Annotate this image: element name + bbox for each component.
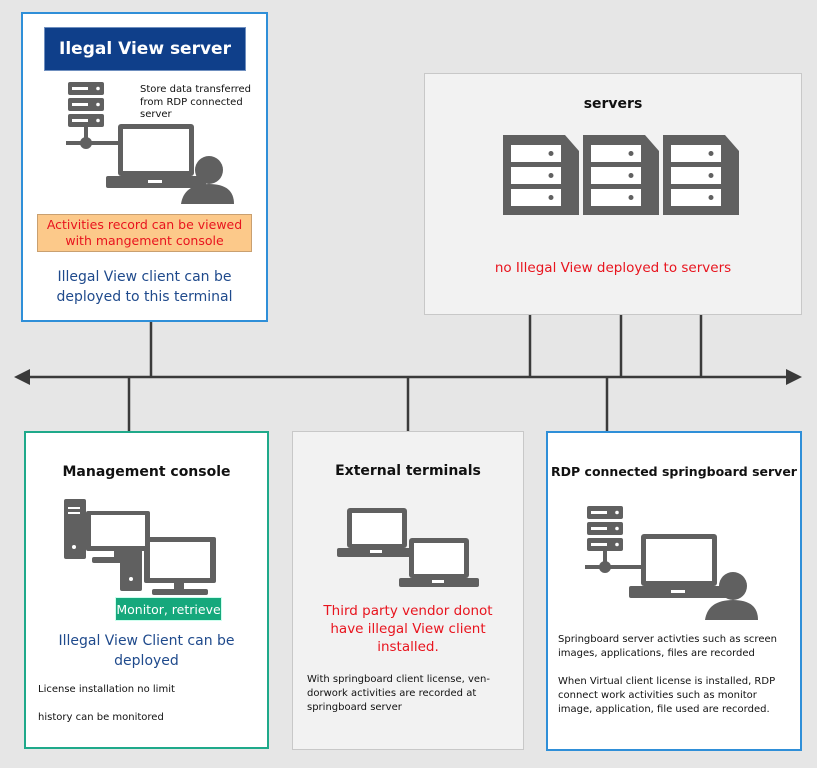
desktop-computers-icon	[64, 499, 216, 595]
illegal-view-server-note: Store data transferred from RDP connecte…	[140, 84, 252, 120]
management-console-title: Management console	[62, 464, 231, 480]
bus-right-arrow	[786, 369, 802, 385]
external-terminals-box: External terminals Third party vendor do…	[292, 431, 524, 750]
illegal-view-server-caption: Illegal View client can be deployed to t…	[56, 269, 233, 305]
rdp-server-note: When Virtual client license is installed…	[558, 676, 776, 715]
servers-box: servers no Illegal View deployed to serv…	[424, 73, 802, 315]
server-user-icon	[585, 506, 758, 620]
server-user-icon	[66, 82, 234, 204]
management-console-note: License installation no limit	[38, 684, 175, 695]
server-rack-icon	[583, 135, 659, 215]
external-terminals-caption: Third party vendor donot have illegal Vi…	[323, 603, 493, 655]
external-terminals-note: With springboard client license, ven-dor…	[307, 674, 490, 713]
laptops-icon	[337, 508, 479, 587]
server-rack-icon	[663, 135, 739, 215]
activities-record-highlight: Activities record can be viewed with man…	[37, 214, 252, 252]
management-console-box: Management console Monitor, retrieve Ill…	[24, 431, 269, 749]
monitor-retrieve-badge: Monitor, retrieve	[115, 597, 222, 621]
server-rack-icon	[503, 135, 579, 215]
management-console-caption: Illegal View Client can be deployed	[58, 633, 235, 669]
bus-left-arrow	[14, 369, 30, 385]
servers-title: servers	[583, 96, 643, 112]
illegal-view-server-box: Ilegal View server Store data transferre…	[21, 12, 268, 322]
rdp-server-title: RDP connected springboard server	[551, 464, 797, 479]
rdp-server-note: Springboard server activties such as scr…	[558, 634, 777, 659]
servers-caption: no Illegal View deployed to servers	[494, 260, 732, 276]
illegal-view-server-title: Ilegal View server	[44, 27, 246, 71]
management-console-note: history can be monitored	[38, 712, 164, 723]
external-terminals-title: External terminals	[335, 463, 481, 479]
rdp-server-box: RDP connected springboard server Springb…	[546, 431, 802, 751]
